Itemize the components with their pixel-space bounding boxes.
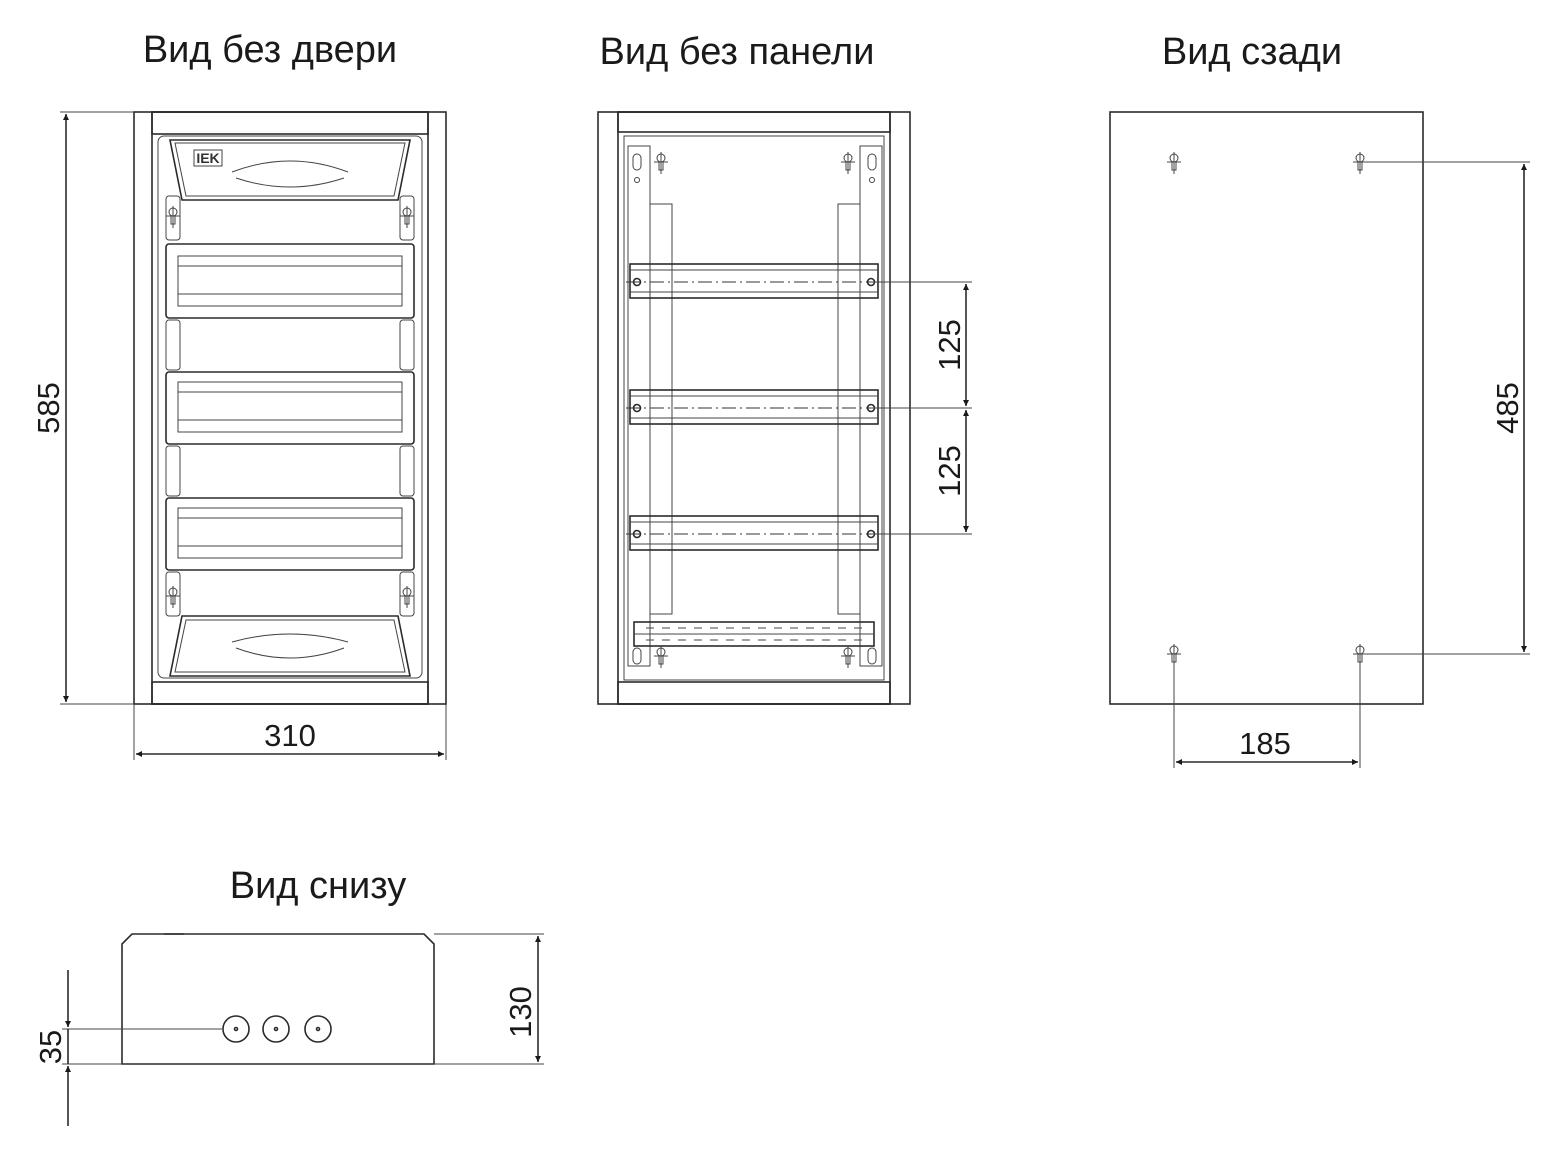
dimension-mount-vertical: 485 [1364, 161, 1530, 655]
width-value: 310 [264, 718, 316, 753]
din-rail-3 [626, 515, 882, 551]
dimension-rail-pitch: 125 125 [871, 281, 972, 535]
brand-logo [193, 149, 223, 167]
din-rail-1 [626, 263, 882, 299]
depth-value: 130 [503, 986, 538, 1038]
panel-view-title: Вид без панели [600, 31, 875, 73]
front-view-title: Вид без двери [143, 29, 397, 71]
rail-pitch-1-value: 125 [932, 319, 967, 371]
back-view-title: Вид сзади [1162, 31, 1342, 73]
bottom-view-title: Вид снизу [230, 865, 407, 907]
module-row-2 [165, 371, 415, 445]
terminal-bar [633, 621, 875, 647]
rail-pitch-2-value: 125 [932, 445, 967, 497]
knockout-offset-value: 35 [33, 1030, 68, 1064]
front-view: IEK [133, 111, 447, 705]
dimension-knockout-offset: 35 [33, 970, 222, 1126]
bottom-view [121, 933, 435, 1065]
module-row-1 [165, 243, 415, 319]
mount-vertical-value: 485 [1490, 382, 1525, 434]
panel-view [597, 111, 911, 705]
dimension-depth: 130 [434, 933, 544, 1065]
dimension-width: 310 [133, 704, 447, 760]
knockout-1 [222, 1015, 250, 1043]
dimension-mount-horizontal: 185 [1173, 662, 1361, 768]
mount-horizontal-value: 185 [1239, 726, 1291, 761]
dimension-height: 585 [31, 111, 134, 705]
knockout-2 [262, 1015, 290, 1043]
back-view [1109, 111, 1424, 705]
height-value: 585 [31, 382, 66, 434]
brand-logo-text: IEK [196, 150, 219, 166]
module-row-3 [165, 497, 415, 571]
knockout-3 [304, 1015, 332, 1043]
